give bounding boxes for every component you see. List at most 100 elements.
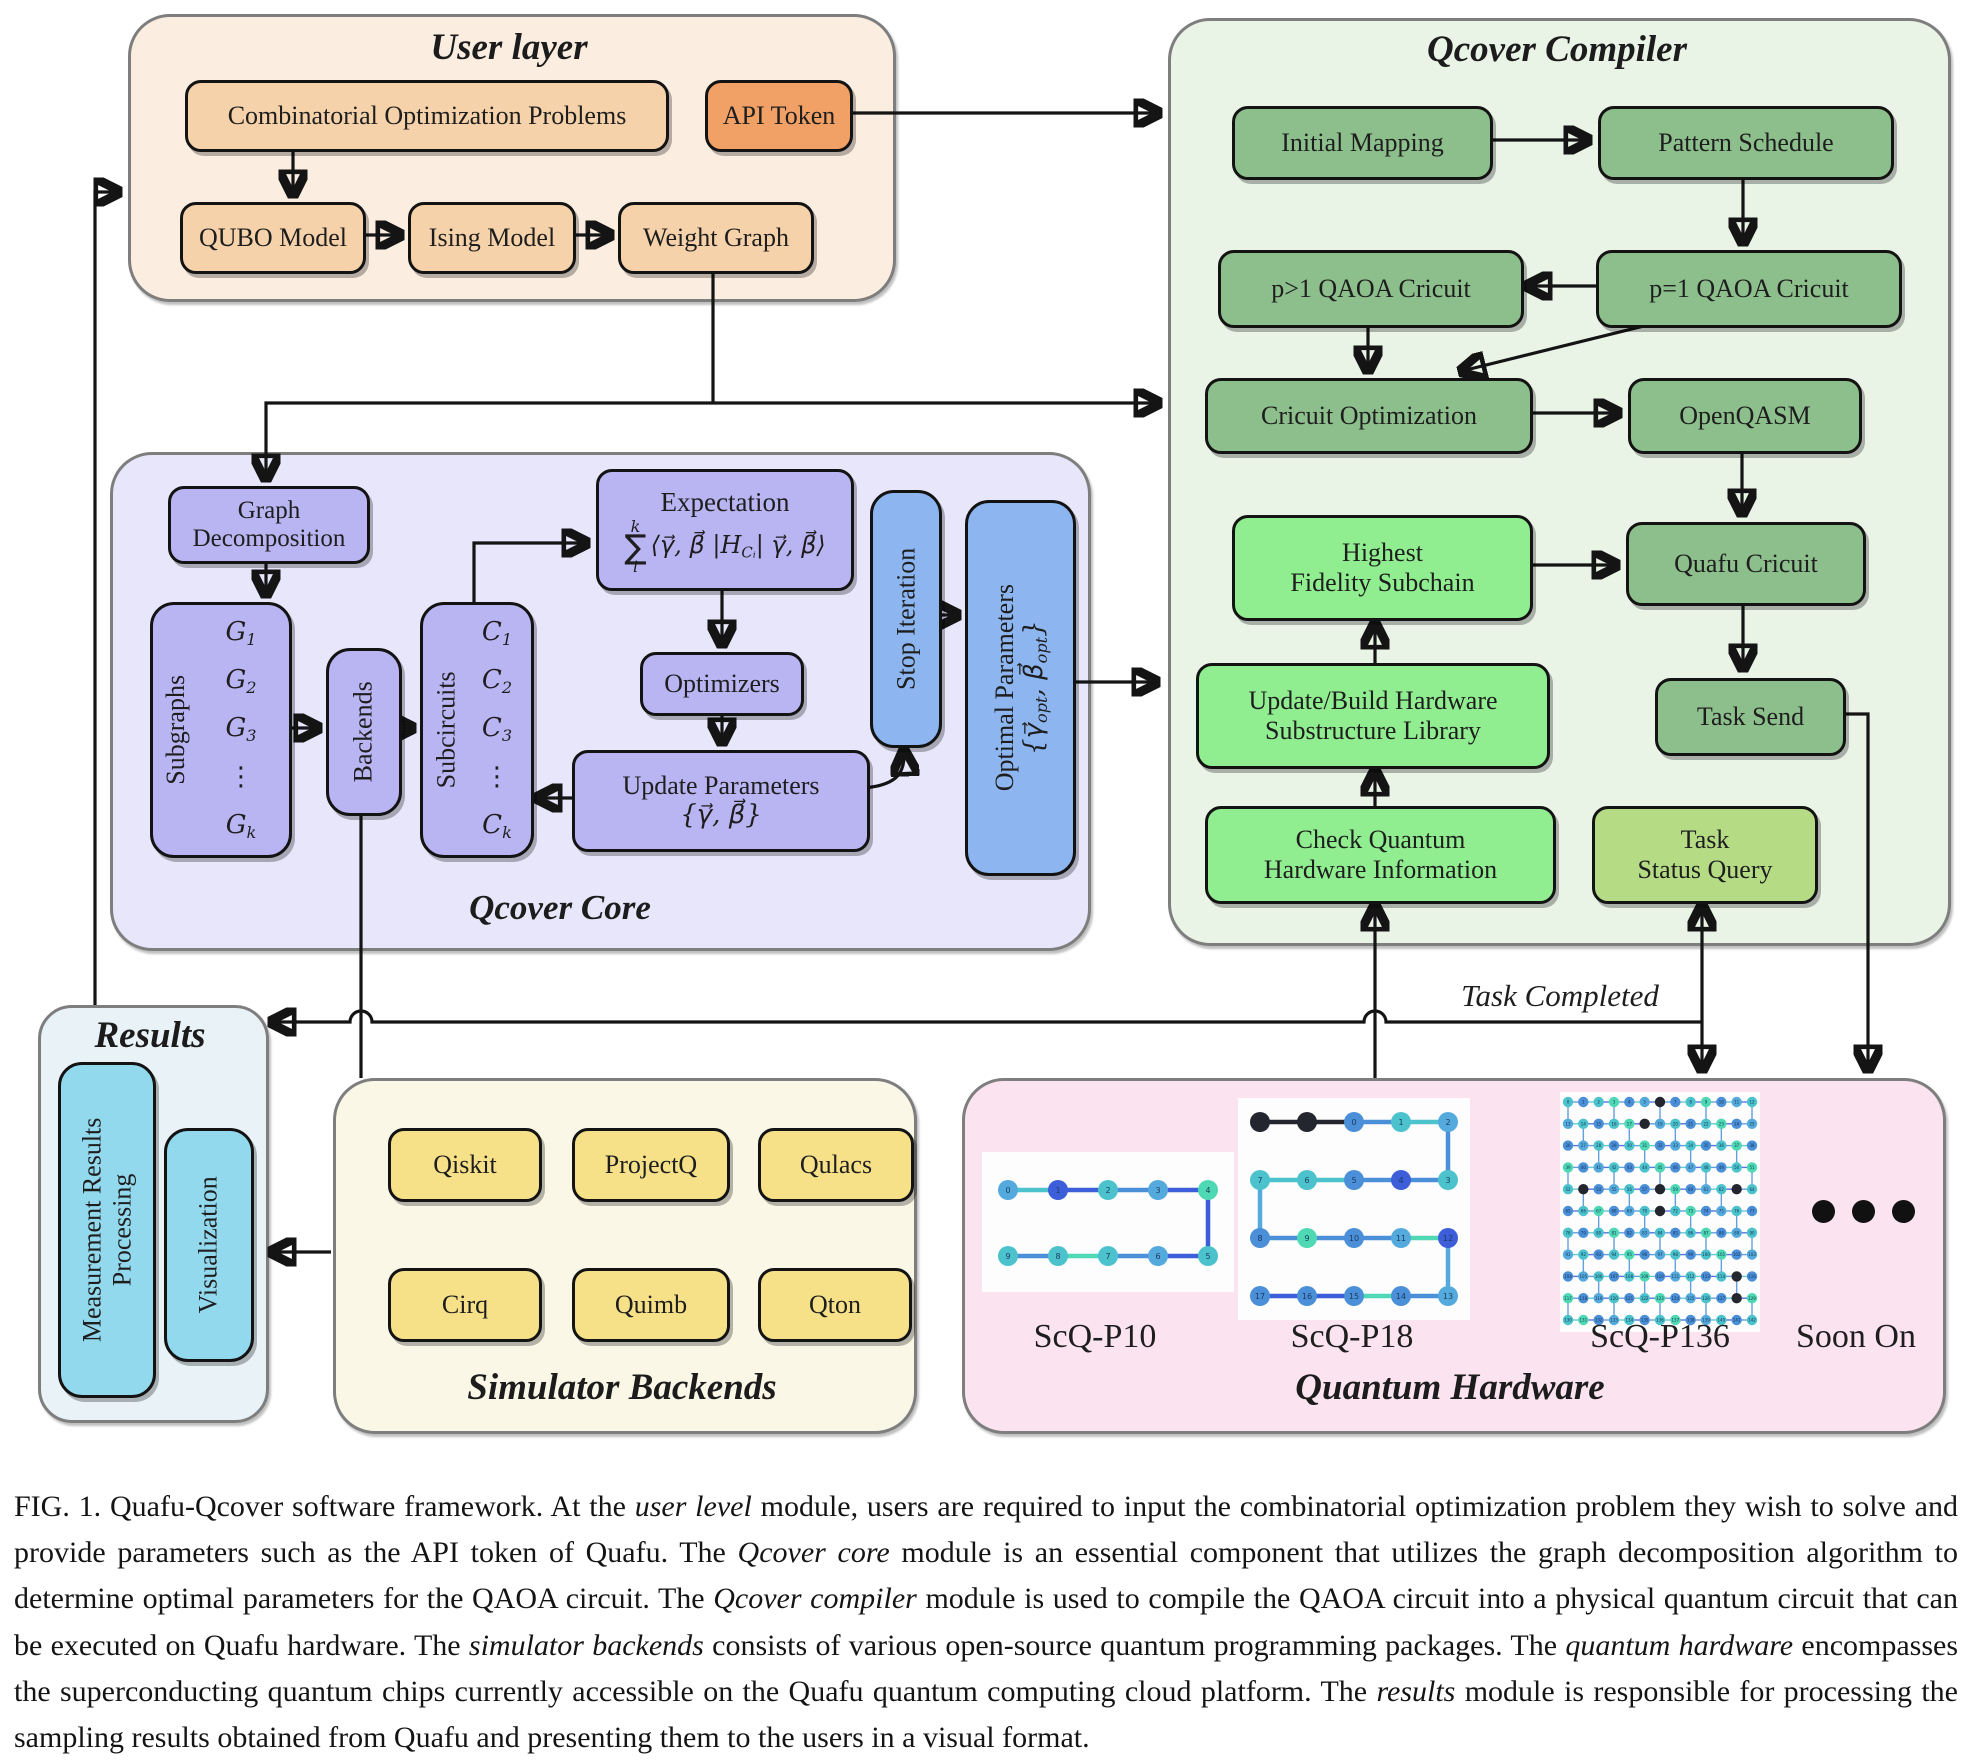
- svg-text:29: 29: [1611, 1143, 1617, 1148]
- svg-text:4: 4: [1628, 1100, 1631, 1105]
- svg-text:13: 13: [1443, 1292, 1453, 1301]
- subgraphs-label: Subgraphs: [161, 675, 191, 785]
- svg-text:100: 100: [1702, 1252, 1710, 1257]
- figure-caption: FIG. 1. Quafu-Qcover software framework.…: [14, 1490, 1959, 1754]
- svg-text:108: 108: [1626, 1274, 1634, 1279]
- svg-text:139: 139: [1702, 1318, 1710, 1323]
- svg-text:126: 126: [1702, 1296, 1710, 1301]
- svg-text:59: 59: [1673, 1187, 1679, 1192]
- svg-text:79: 79: [1581, 1230, 1587, 1235]
- svg-text:107: 107: [1610, 1274, 1618, 1279]
- svg-text:68: 68: [1611, 1209, 1617, 1214]
- svg-text:14: 14: [1581, 1121, 1587, 1126]
- svg-text:138: 138: [1687, 1318, 1695, 1323]
- graph-decomposition-box: Graph Decomposition: [168, 486, 370, 564]
- subcircuits-label: Subcircuits: [431, 671, 461, 789]
- subgraph-item: G2: [225, 665, 257, 698]
- svg-text:112: 112: [1687, 1274, 1695, 1279]
- svg-text:50: 50: [1734, 1165, 1740, 1170]
- arrow-peq1-to-co-diagonal: [1462, 320, 1661, 371]
- svg-text:28: 28: [1596, 1143, 1602, 1148]
- svg-text:73: 73: [1688, 1209, 1694, 1214]
- svg-text:46: 46: [1673, 1165, 1679, 1170]
- svg-text:4: 4: [1205, 1186, 1210, 1195]
- svg-text:124: 124: [1672, 1296, 1680, 1301]
- svg-text:43: 43: [1627, 1165, 1633, 1170]
- subcircuit-item: C1: [481, 617, 513, 649]
- svg-text:6: 6: [1304, 1176, 1309, 1185]
- svg-text:109: 109: [1641, 1274, 1649, 1279]
- svg-text:137: 137: [1672, 1318, 1680, 1323]
- svg-text:61: 61: [1703, 1187, 1709, 1192]
- svg-text:19: 19: [1657, 1121, 1663, 1126]
- optimal-parameters-formula: {γ⃗opt, β⃗opt}: [1018, 620, 1051, 756]
- svg-text:9: 9: [1304, 1234, 1309, 1243]
- svg-text:142: 142: [1748, 1318, 1756, 1323]
- subcircuits-box: Subcircuits C1 C2 C3 ⋮ Ck: [420, 602, 534, 858]
- svg-text:3: 3: [1613, 1100, 1616, 1105]
- svg-text:26: 26: [1565, 1143, 1571, 1148]
- svg-text:8: 8: [1689, 1100, 1692, 1105]
- measurement-results-box: Measurement Results Processing: [58, 1062, 156, 1398]
- svg-text:117: 117: [1564, 1296, 1572, 1301]
- svg-text:31: 31: [1642, 1143, 1648, 1148]
- svg-text:12: 12: [1443, 1234, 1453, 1243]
- svg-text:47: 47: [1688, 1165, 1694, 1170]
- combinatorial-optimization-box: Combinatorial Optimization Problems: [185, 80, 669, 152]
- backends-box: Backends: [326, 648, 402, 816]
- cirq-box: Cirq: [388, 1268, 542, 1342]
- svg-text:129: 129: [1748, 1296, 1756, 1301]
- svg-text:131: 131: [1580, 1318, 1588, 1323]
- svg-text:65: 65: [1565, 1209, 1571, 1214]
- svg-text:35: 35: [1703, 1143, 1709, 1148]
- svg-text:133: 133: [1610, 1318, 1618, 1323]
- svg-text:82: 82: [1627, 1230, 1633, 1235]
- svg-text:92: 92: [1581, 1252, 1587, 1257]
- subcircuit-item: C3: [481, 713, 513, 746]
- svg-text:87: 87: [1703, 1230, 1709, 1235]
- svg-text:11: 11: [1396, 1234, 1406, 1243]
- expectation-formula: k∑i ⟨γ⃗, β⃗ |HCᵢ| γ⃗, β⃗⟩: [624, 516, 826, 576]
- svg-text:130: 130: [1564, 1318, 1572, 1323]
- svg-text:94: 94: [1611, 1252, 1617, 1257]
- svg-text:15: 15: [1349, 1292, 1359, 1301]
- svg-text:33: 33: [1673, 1143, 1679, 1148]
- svg-text:70: 70: [1642, 1209, 1648, 1214]
- user-layer-title: User layer: [430, 27, 588, 68]
- visualization-box: Visualization: [164, 1128, 254, 1362]
- pattern-schedule-box: Pattern Schedule: [1598, 106, 1894, 180]
- svg-text:25: 25: [1749, 1121, 1755, 1126]
- svg-text:38: 38: [1749, 1143, 1755, 1148]
- svg-text:78: 78: [1565, 1230, 1571, 1235]
- svg-text:7: 7: [1105, 1252, 1110, 1261]
- quimb-box: Quimb: [572, 1268, 730, 1342]
- svg-text:22: 22: [1703, 1121, 1709, 1126]
- svg-text:0: 0: [1351, 1118, 1356, 1127]
- svg-text:101: 101: [1718, 1252, 1726, 1257]
- svg-text:54: 54: [1596, 1187, 1602, 1192]
- svg-text:75: 75: [1719, 1209, 1725, 1214]
- svg-text:135: 135: [1641, 1318, 1649, 1323]
- svg-text:62: 62: [1719, 1187, 1725, 1192]
- svg-text:69: 69: [1627, 1209, 1633, 1214]
- svg-text:40: 40: [1581, 1165, 1587, 1170]
- svg-text:10: 10: [1349, 1234, 1359, 1243]
- svg-text:88: 88: [1719, 1230, 1725, 1235]
- svg-text:13: 13: [1565, 1121, 1571, 1126]
- svg-text:81: 81: [1611, 1230, 1617, 1235]
- svg-text:42: 42: [1611, 1165, 1617, 1170]
- svg-text:37: 37: [1734, 1143, 1740, 1148]
- quafu-cricuit-box: Quafu Cricuit: [1626, 522, 1866, 606]
- svg-text:80: 80: [1596, 1230, 1602, 1235]
- expectation-box: Expectation k∑i ⟨γ⃗, β⃗ |HCᵢ| γ⃗, β⃗⟩: [596, 469, 854, 591]
- qcover-core-title: Qcover Core: [469, 888, 651, 927]
- projectq-box: ProjectQ: [572, 1128, 730, 1202]
- svg-text:9: 9: [1705, 1100, 1708, 1105]
- svg-text:6: 6: [1155, 1252, 1160, 1261]
- svg-text:32: 32: [1657, 1143, 1663, 1148]
- ising-model-box: Ising Model: [408, 202, 576, 274]
- svg-text:41: 41: [1596, 1165, 1602, 1170]
- svg-text:89: 89: [1734, 1230, 1740, 1235]
